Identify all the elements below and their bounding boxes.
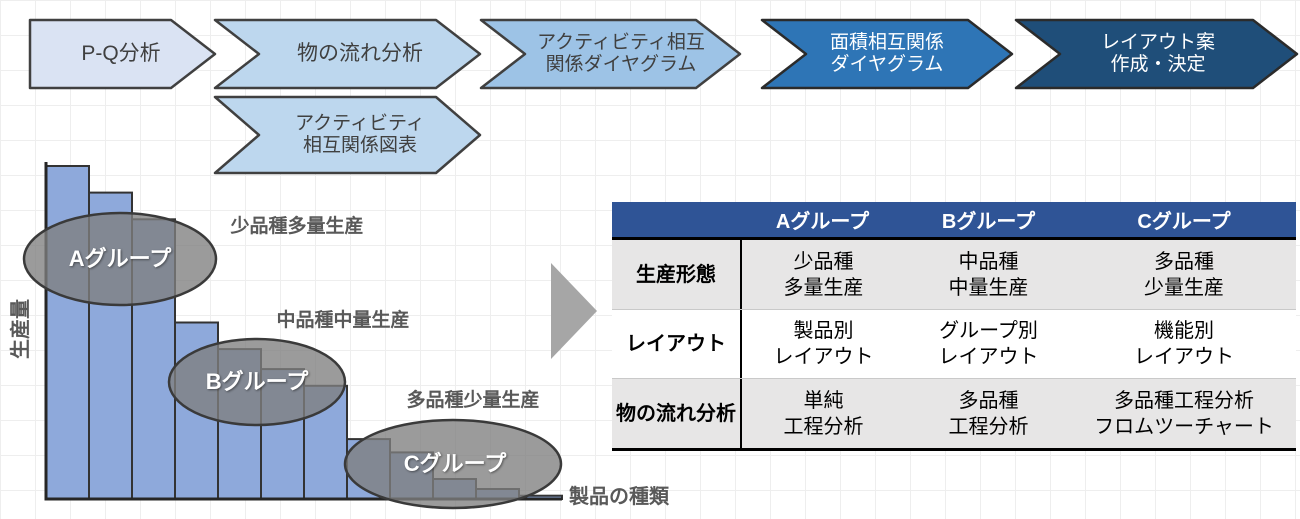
chevron-step-1: [28, 18, 217, 90]
table-header-group-a: Aグループ: [740, 202, 905, 237]
cell-production-a: 少品種 多量生産: [740, 240, 905, 309]
group-comparison-table: Aグループ Bグループ Cグループ 生産形態 少品種 多量生産 中品種 中量生産…: [612, 202, 1296, 451]
group-b-label: Bグループ: [205, 369, 309, 395]
row-header-production-type: 生産形態: [636, 263, 716, 286]
transition-arrow-icon: [551, 263, 597, 359]
group-a-label: Aグループ: [68, 246, 172, 272]
chevron-sub-step-label: アクティビティ 相互関係図表: [295, 112, 425, 156]
chevron-step-5: [1014, 18, 1299, 90]
chevron-step-4-label: 面積相互関係 ダイヤグラム: [829, 31, 944, 75]
cell-production-b: 中品種 中量生産: [948, 250, 1029, 299]
group-b-caption: 中品種中量生産: [276, 309, 410, 331]
group-c-ellipse: [343, 418, 563, 510]
table-row: 生産形態 少品種 多量生産 中品種 中量生産 多品種 少量生産: [612, 240, 1296, 309]
chevron-step-2-label: 物の流れ分析: [297, 41, 423, 65]
row-header-layout: レイアウト: [626, 333, 726, 355]
cell-layout-c: 機能別 レイアウト: [1134, 320, 1234, 368]
chevron-sub-step: [213, 95, 482, 175]
cell-production-c: 多品種 少量生産: [1144, 250, 1224, 299]
group-a-caption: 少品種多量生産: [230, 215, 364, 237]
y-axis-label: 生産量: [10, 299, 33, 359]
chevron-step-3: [479, 18, 742, 90]
table-header-empty: [612, 202, 740, 237]
cell-layout-b: グループ別 レイアウト: [938, 320, 1039, 368]
table-header-group-c: Cグループ: [1072, 202, 1296, 237]
group-a-ellipse: [22, 211, 218, 307]
row-header-flow-analysis: 物の流れ分析: [616, 402, 736, 425]
cell-layout-a: 製品別 レイアウト: [740, 310, 905, 378]
chevron-step-1-label: P-Q分析: [81, 41, 161, 65]
chevron-step-3-label: アクティビティ相互 関係ダイヤグラム: [537, 31, 705, 75]
table-header-group-b: Bグループ: [905, 202, 1072, 237]
cell-flow-a: 単純 工程分析: [740, 379, 905, 448]
x-axis-label: 製品の種類: [569, 486, 669, 509]
chevron-step-5-label: レイアウト案 作成・決定: [1100, 31, 1215, 75]
chevron-step-2: [213, 18, 482, 90]
group-b-ellipse: [167, 337, 347, 427]
table-row: 物の流れ分析 単純 工程分析 多品種 工程分析 多品種工程分析 フロムツーチャー…: [612, 378, 1296, 448]
cell-flow-c: 多品種工程分析 フロムツーチャート: [1094, 389, 1274, 438]
cell-flow-b: 多品種 工程分析: [948, 389, 1029, 438]
table-row: レイアウト 製品別 レイアウト グループ別 レイアウト 機能別 レイアウト: [612, 309, 1296, 378]
group-c-caption: 多品種少量生産: [406, 389, 540, 411]
chevron-step-4: [760, 18, 1014, 90]
group-c-label: Cグループ: [403, 451, 507, 477]
